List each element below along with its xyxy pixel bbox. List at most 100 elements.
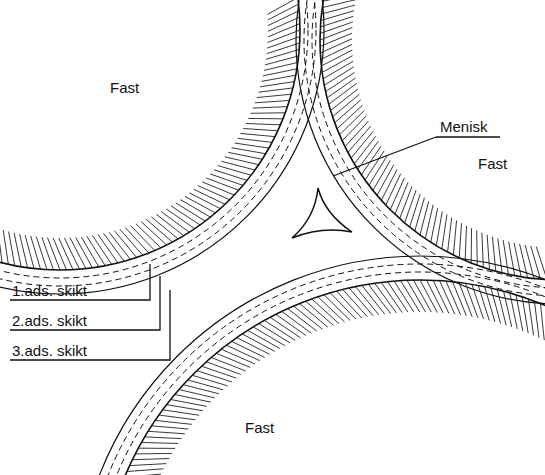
- hatch-stroke: [478, 285, 489, 320]
- leader-line: [333, 137, 436, 176]
- hatch-stroke: [210, 174, 243, 185]
- hatch-stroke: [431, 208, 438, 242]
- adsorbed-layer: [76, 256, 545, 475]
- hatch-stroke: [436, 211, 442, 245]
- hatch-stroke: [320, 28, 352, 40]
- hatch-stroke: [282, 311, 312, 333]
- hatch-stroke: [300, 304, 328, 328]
- hatch-stroke: [349, 288, 373, 316]
- hatch-stroke: [320, 22, 353, 34]
- hatch-stroke: [320, 33, 352, 46]
- hatch-stroke: [159, 415, 196, 420]
- hatch-stroke: [206, 362, 241, 375]
- hatch-stroke: [322, 0, 356, 8]
- hatch-stroke: [243, 129, 278, 131]
- hatch-stroke: [155, 420, 192, 424]
- hatch-stroke: [410, 194, 421, 227]
- grain-surface: [320, 0, 545, 280]
- hatch-stroke: [152, 426, 189, 429]
- hatch-stroke: [262, 75, 296, 81]
- adsorbed-layer: [312, 0, 545, 288]
- hatch-stroke: [440, 281, 455, 315]
- hatch-stroke: [198, 186, 230, 200]
- hatch-stroke: [509, 242, 515, 276]
- meniscus-pore: [292, 188, 352, 238]
- hatch-stroke: [221, 161, 255, 170]
- grain-surface: [0, 0, 300, 270]
- adsorbed-layer: [0, 0, 324, 294]
- hatch-stroke: [145, 437, 182, 439]
- hatch-stroke: [536, 247, 545, 280]
- region-label: Fast: [478, 156, 507, 173]
- hatch-stroke: [268, 30, 300, 42]
- part-label: 1.ads. skikt: [12, 283, 87, 300]
- hatch-stroke: [53, 238, 66, 270]
- hatch-stroke: [148, 431, 185, 433]
- hatch-stroke: [492, 237, 495, 272]
- hatch-stroke: [20, 234, 28, 268]
- hatch-stroke: [257, 94, 292, 97]
- leader-line: [10, 290, 170, 360]
- hatch-stroke: [459, 282, 472, 316]
- hatch-stroke: [194, 189, 225, 204]
- hatch-stroke: [267, 36, 300, 48]
- hatch-stroke: [321, 11, 354, 21]
- hatch-stroke: [130, 464, 167, 466]
- hatch-stroke: [446, 281, 461, 315]
- leader-line: [10, 264, 150, 300]
- adsorbed-layer: [0, 0, 308, 278]
- hatch-stroke: [320, 39, 352, 53]
- hatch-stroke: [192, 375, 227, 386]
- hatch-stroke: [264, 62, 298, 70]
- hatch-stroke: [268, 11, 299, 26]
- hatch-stroke: [343, 289, 368, 316]
- hatch-stroke: [318, 297, 345, 322]
- hatch-stroke: [141, 442, 178, 444]
- hatch-stroke: [323, 0, 357, 1]
- hatch-stroke: [228, 152, 262, 159]
- hatch-stroke: [266, 49, 299, 59]
- hatch-stroke: [453, 220, 456, 255]
- hatch-stroke: [337, 291, 362, 318]
- hatch-stroke: [258, 88, 292, 92]
- hatch-stroke: [386, 174, 401, 205]
- hatch-stroke: [471, 228, 472, 263]
- adsorbed-layer: [84, 264, 545, 475]
- hatch-stroke: [522, 297, 528, 333]
- region-label: Fast: [110, 80, 139, 97]
- hatch-stroke: [42, 237, 54, 270]
- hatch-stroke: [540, 304, 544, 341]
- hatch-stroke: [202, 366, 237, 378]
- hatch-stroke: [375, 283, 397, 313]
- hatch-stroke: [183, 385, 219, 394]
- hatch-stroke: [179, 390, 215, 398]
- hatch-stroke: [368, 284, 390, 313]
- hatch-stroke: [330, 293, 356, 319]
- hatch-stroke: [381, 169, 397, 200]
- hatch-stroke: [320, 16, 353, 27]
- hatch-stroke: [270, 317, 300, 338]
- hatch-stroke: [251, 112, 286, 114]
- hatch-stroke: [514, 243, 521, 277]
- hatch-stroke: [321, 50, 352, 66]
- hatch-stroke: [138, 448, 175, 449]
- hatch-stroke: [459, 223, 461, 258]
- grain-surface: [100, 280, 545, 475]
- hatch-stroke: [235, 143, 269, 148]
- hatch-stroke: [246, 124, 281, 125]
- hatch-stroke: [491, 288, 501, 324]
- hatch-stroke: [14, 233, 21, 267]
- hatch-stroke: [420, 201, 429, 235]
- hatch-stroke: [188, 380, 223, 390]
- hatch-stroke: [294, 306, 323, 329]
- hatch-stroke: [9, 232, 15, 266]
- hatch-stroke: [448, 218, 452, 252]
- hatch-stroke: [197, 371, 232, 382]
- hatch-stroke: [267, 43, 300, 54]
- hatch-stroke: [288, 309, 317, 331]
- hatch-stroke: [216, 353, 250, 367]
- hatch-stroke: [442, 215, 447, 249]
- adsorbed-layer: [304, 0, 545, 296]
